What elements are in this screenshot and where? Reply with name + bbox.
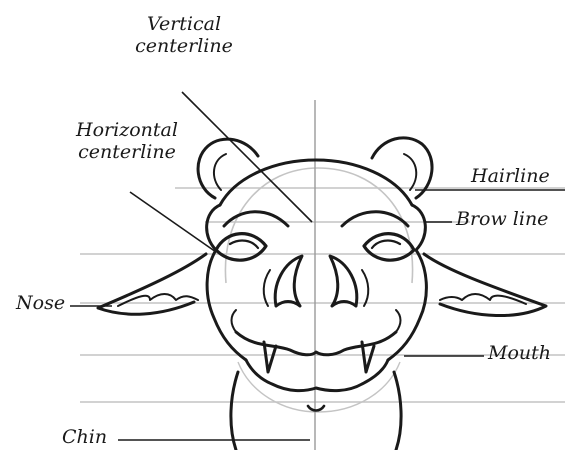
- right-nostril: [330, 256, 357, 306]
- right-eye-lid: [372, 241, 400, 248]
- left-eye-lid: [230, 241, 258, 248]
- left-ear: [198, 139, 258, 198]
- construction-jaw: [238, 362, 400, 412]
- neck-left: [231, 372, 238, 450]
- right-fin: [424, 254, 546, 316]
- left-ear-inner: [214, 154, 226, 190]
- right-brow: [342, 212, 408, 226]
- nose-bridge-right: [362, 270, 368, 306]
- head-right-side: [388, 205, 426, 360]
- neck-right: [394, 372, 401, 450]
- cheek-left: [232, 310, 237, 332]
- cheek-right: [396, 310, 401, 332]
- label-horizontal-centerline: Horizontal centerline: [52, 120, 202, 164]
- label-brow-line: Brow line: [456, 209, 548, 231]
- label-horizontal-line-1: Horizontal: [52, 120, 202, 142]
- label-nose: Nose: [16, 293, 65, 315]
- chin-cleft: [308, 406, 324, 411]
- label-hairline: Hairline: [471, 166, 550, 188]
- label-vertical-centerline: Vertical centerline: [110, 14, 258, 58]
- label-vertical-line-1: Vertical: [110, 14, 258, 36]
- left-nostril: [275, 256, 302, 306]
- nose-bridge-left: [264, 270, 270, 306]
- right-fang: [362, 342, 374, 372]
- label-vertical-line-2: centerline: [110, 36, 258, 58]
- head-top: [220, 160, 412, 205]
- label-chin: Chin: [62, 427, 107, 449]
- right-ear: [372, 138, 432, 198]
- label-mouth: Mouth: [488, 343, 551, 365]
- leader-horizontal-centerline: [130, 192, 216, 252]
- right-ear-inner: [404, 154, 416, 190]
- label-horizontal-line-2: centerline: [52, 142, 202, 164]
- construction-circle: [225, 168, 412, 283]
- left-fin: [98, 254, 206, 314]
